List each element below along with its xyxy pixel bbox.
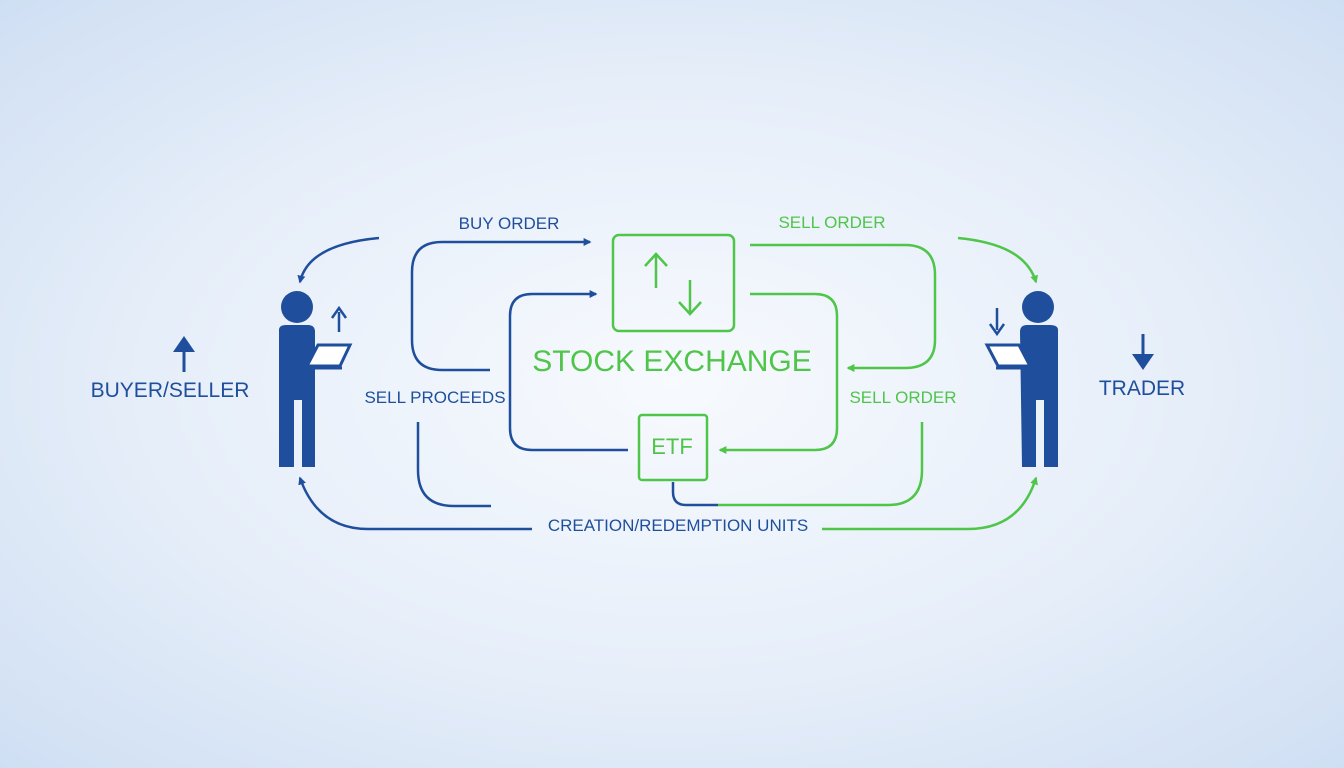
trader-incoming-arrow xyxy=(957,236,1039,284)
buyer-small-up-arrow-icon xyxy=(330,305,348,332)
creation-redemption-label: CREATION/REDEMPTION UNITS xyxy=(547,516,809,535)
sell-proceeds-label: SELL PROCEEDS xyxy=(364,388,506,407)
buyer-person-icon xyxy=(279,291,353,467)
sell-order-inner-loop-arrow xyxy=(718,292,839,454)
stock-exchange-box xyxy=(611,233,736,333)
sell-order-right-label: SELL ORDER xyxy=(849,388,957,407)
sell-proceeds-line xyxy=(416,422,491,508)
buyer-return-arrow xyxy=(297,236,380,284)
sell-order-top-loop-arrow xyxy=(750,243,937,372)
buyer-seller-label: BUYER/SELLER xyxy=(90,379,250,402)
trader-label: TRADER xyxy=(1098,377,1186,400)
etf-label: ETF xyxy=(651,434,693,459)
creation-redemption-blue-arrow xyxy=(298,476,532,531)
sell-order-top-label: SELL ORDER xyxy=(778,213,886,232)
stock-exchange-label: STOCK EXCHANGE xyxy=(532,345,812,378)
sell-order-right-line xyxy=(718,422,924,507)
buy-order-arrow xyxy=(410,238,592,372)
trader-person-icon xyxy=(984,291,1058,467)
creation-redemption-green-arrow xyxy=(822,476,1038,531)
inner-blue-loop-arrow xyxy=(508,290,628,452)
etf-bottom-blue-line xyxy=(671,482,718,507)
up-down-arrows-icon xyxy=(644,252,702,316)
trader-down-arrow-icon xyxy=(1132,334,1154,370)
buyer-up-arrow-icon xyxy=(173,336,195,372)
trader-small-down-arrow-icon xyxy=(988,308,1006,337)
etf-box xyxy=(637,413,709,482)
buy-order-label: BUY ORDER xyxy=(458,214,560,233)
